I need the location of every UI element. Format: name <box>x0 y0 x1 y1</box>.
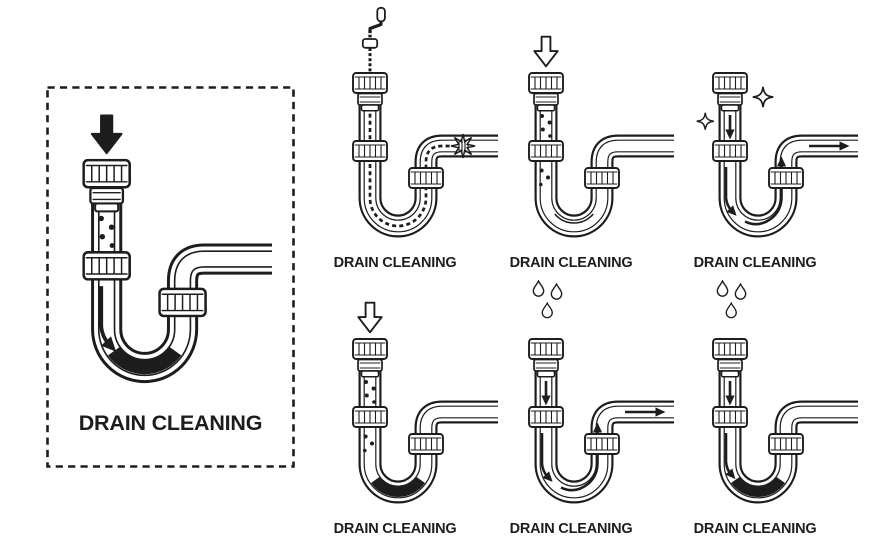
drain-pipe-powder-clog-illustration <box>328 301 498 517</box>
icon-label: DRAIN CLEANING <box>693 255 817 271</box>
icon-cell-powder: DRAIN CLEANING <box>504 6 679 271</box>
pour-down-arrow-icon <box>533 35 559 68</box>
auger-crank-handle-icon <box>361 6 386 73</box>
clog-burst-icon <box>450 133 476 159</box>
pipe-trap <box>730 364 858 492</box>
icon-label: DRAIN CLEANING <box>333 255 457 271</box>
drain-pipe-clean-illustration <box>696 6 858 251</box>
icon-label: DRAIN CLEANING <box>509 255 633 271</box>
drain-pipe-snake-illustration <box>328 6 498 251</box>
icon-cell-liquid: DRAIN CLEANING <box>504 272 679 537</box>
icon-label: DRAIN CLEANING <box>693 521 817 537</box>
featured-icon-panel: DRAIN CLEANING <box>46 86 295 468</box>
icon-label: DRAIN CLEANING <box>509 521 633 537</box>
icon-cell-clean: DRAIN CLEANING <box>688 6 863 271</box>
pipe-trap <box>546 364 674 492</box>
drain-pipe-liquid-clog-illustration <box>688 280 858 517</box>
drain-pipe-liquid-illustration <box>504 280 674 517</box>
pipe-trap <box>730 98 858 226</box>
pressure-down-arrow-icon <box>90 114 123 155</box>
dashed-frame <box>46 86 295 468</box>
pipe-trap <box>107 194 272 367</box>
icon-cell-liquid-clog: DRAIN CLEANING <box>688 272 863 537</box>
pipe-trap <box>370 364 498 492</box>
pipe-trap <box>546 98 674 226</box>
liquid-drops-icon <box>716 280 747 319</box>
featured-drain-pipe-illustration <box>66 114 272 403</box>
drain-pipe-powder-illustration <box>504 35 674 251</box>
featured-label: DRAIN CLEANING <box>78 411 263 435</box>
liquid-drops-icon <box>532 280 563 319</box>
pipe-trap <box>370 98 498 226</box>
icon-cell-powder-clog: DRAIN CLEANING <box>328 272 503 537</box>
drain-snake-cable <box>368 92 453 228</box>
icon-label: DRAIN CLEANING <box>333 521 457 537</box>
pour-down-arrow-icon <box>357 301 383 334</box>
icon-cell-snake: DRAIN CLEANING <box>328 6 503 271</box>
